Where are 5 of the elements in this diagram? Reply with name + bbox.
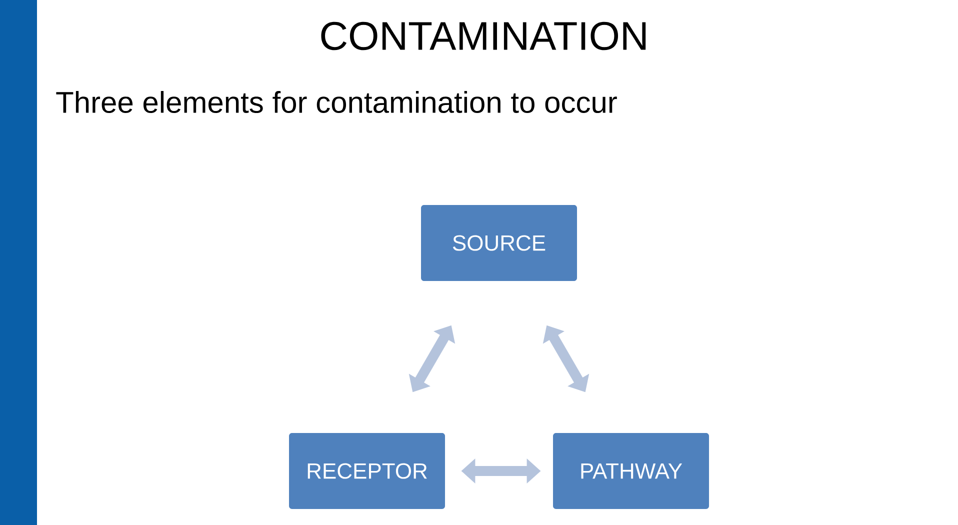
slide-title: CONTAMINATION <box>321 22 646 50</box>
subtitle: Three elements for contamination to occur <box>56 90 617 114</box>
process-box: RECEPTOR <box>289 433 445 509</box>
process-box: PATHWAY <box>553 433 709 509</box>
process-box: SOURCE <box>421 205 577 281</box>
